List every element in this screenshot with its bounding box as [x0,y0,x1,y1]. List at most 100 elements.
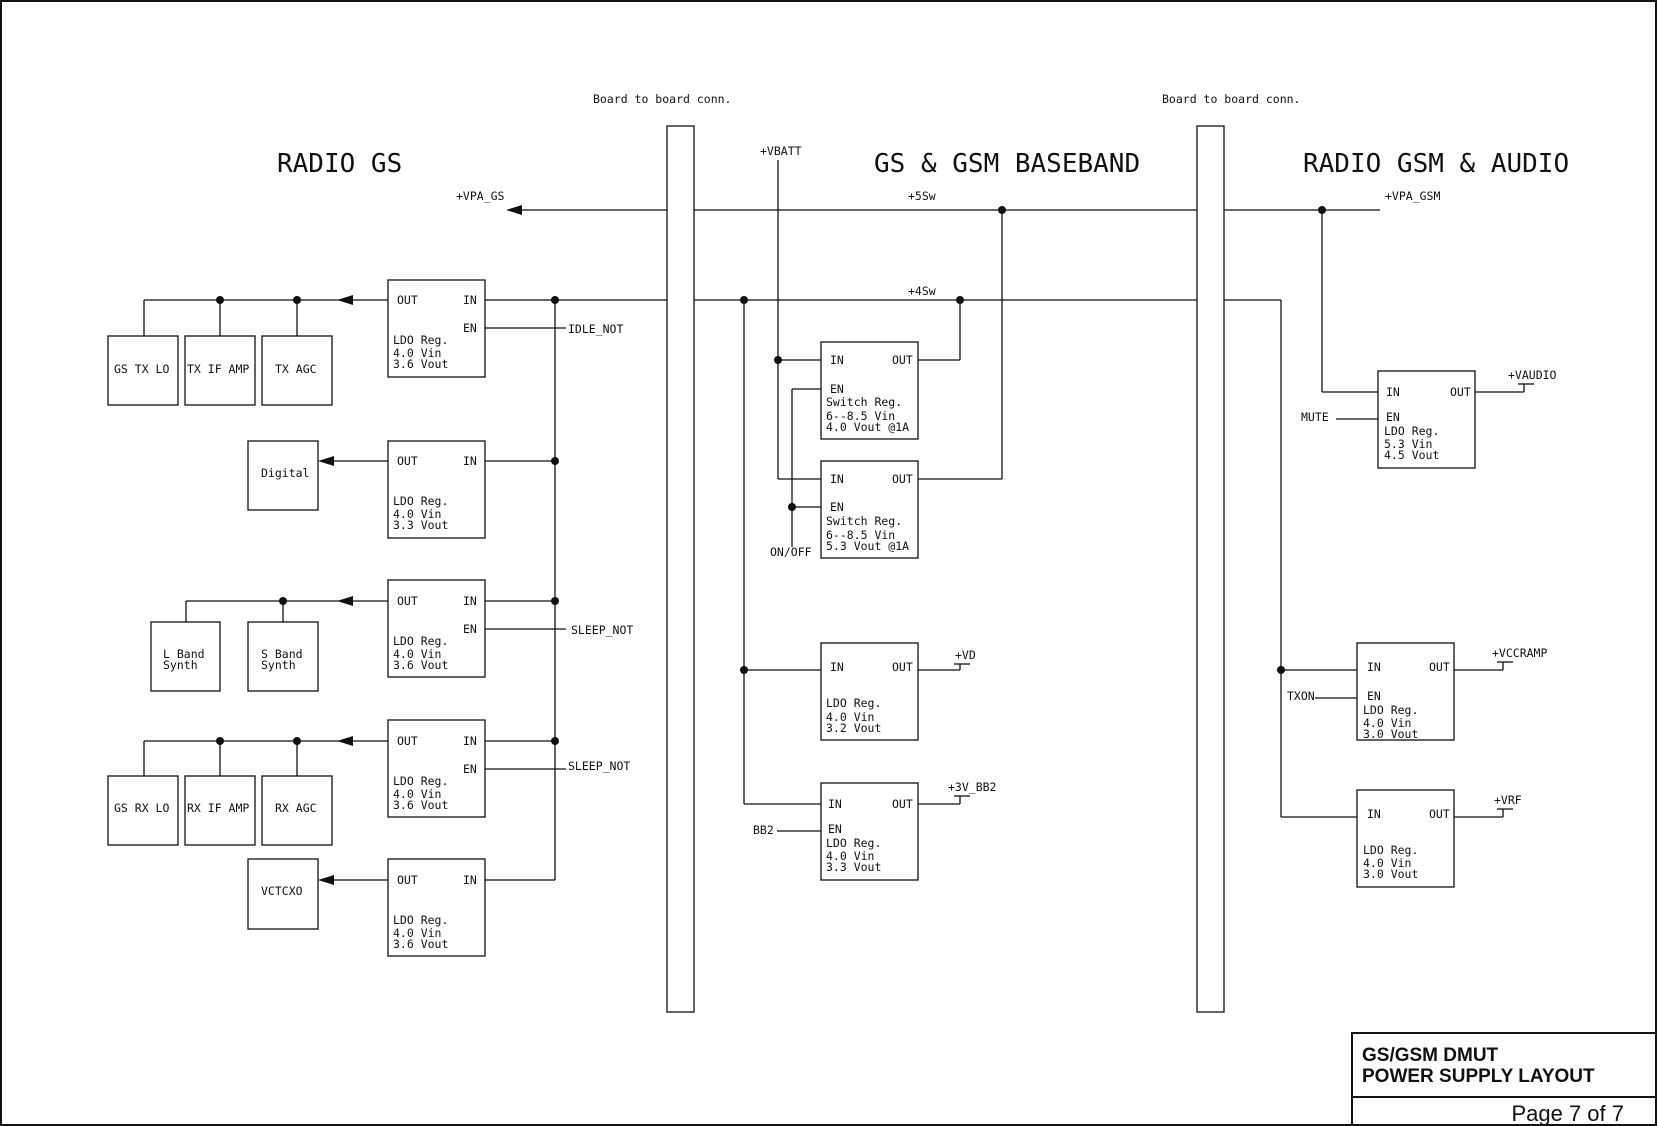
reg-vout: 3.3 Vout [826,860,881,874]
reg-vin: 4.0 Vin [393,926,441,940]
signal-idle-not: IDLE_NOT [568,322,623,336]
output-label-vccramp: +VCCRAMP [1492,646,1547,660]
load-label: Digital [261,466,309,480]
rail-label-vpa-gsm: +VPA_GSM [1385,189,1440,203]
load-tx-agc [261,335,333,406]
regulator-b1 [820,642,919,741]
pin-en: EN [830,500,844,514]
load-label: L Band [163,647,205,661]
reg-vout: 3.0 Vout [1363,727,1418,741]
signal-sleep-not-2: SLEEP_NOT [568,759,630,773]
pin-in: IN [1367,660,1381,674]
pin-en: EN [463,622,477,636]
reg-type: LDO Reg. [393,634,448,648]
reg-type: LDO Reg. [826,836,881,850]
reg-type: LDO Reg. [1384,424,1439,438]
output-label-vd: +VD [955,648,976,662]
arrow-r5 [318,875,334,885]
reg-vout: 4.5 Vout [1384,448,1439,462]
load-gs-rx-lo [107,775,179,846]
regulator-g2 [1356,642,1455,741]
pin-out: OUT [1429,660,1450,674]
reg-vout: 3.6 Vout [393,798,448,812]
pin-out: OUT [892,353,913,367]
junction [788,503,796,511]
regulator-s1 [820,341,919,440]
load-rx-agc [261,775,333,846]
load-s-band-synth [247,621,319,692]
reg-vin: 6--8.5 Vin [826,409,895,423]
connector-label-right: Board to board conn. [1162,92,1300,106]
output-label-vrf: +VRF [1494,793,1522,807]
regulator-r5 [387,858,486,957]
pin-in: IN [463,594,477,608]
signal-txon: TXON [1287,689,1315,703]
output-label-3v-bb2: +3V_BB2 [948,780,996,794]
regulator-r2 [387,440,486,539]
reg-type: LDO Reg. [393,333,448,347]
connector-right [1196,125,1225,1013]
load-gs-tx-lo [107,335,179,406]
pin-en: EN [828,822,842,836]
reg-vout: 3.6 Vout [393,357,448,371]
pin-in: IN [1386,385,1400,399]
signal-mute: MUTE [1301,410,1329,424]
reg-vout: 5.3 Vout @1A [826,539,909,553]
reg-vout: 3.0 Vout [1363,867,1418,881]
reg-type: LDO Reg. [393,494,448,508]
reg-vin: 4.0 Vin [826,710,874,724]
reg-vout: 3.6 Vout [393,937,448,951]
reg-type: LDO Reg. [1363,843,1418,857]
arrow-r4 [337,736,353,746]
load-rx-if-amp [184,775,256,846]
regulator-g3 [1356,789,1455,888]
section-title-radio-gs: RADIO GS [277,149,402,179]
pin-en: EN [1367,689,1381,703]
regulator-b2 [820,782,919,881]
load-l-band-synth [150,621,221,692]
junction [293,737,301,745]
reg-vin: 4.0 Vin [393,787,441,801]
regulator-r4 [387,719,486,818]
reg-vin: 5.3 Vin [1384,437,1432,451]
rail-label-4sw: +4Sw [908,284,936,298]
junction [216,296,224,304]
reg-type: Switch Reg. [826,395,902,409]
load-label: VCTCXO [261,884,303,898]
pin-in: IN [463,454,477,468]
pin-out: OUT [397,594,418,608]
pin-out: OUT [892,660,913,674]
regulator-g1 [1377,370,1476,469]
reg-vin: 4.0 Vin [393,647,441,661]
signal-on-off: ON/OFF [770,545,812,559]
junction [279,597,287,605]
pin-in: IN [830,472,844,486]
pin-en: EN [830,382,844,396]
pin-in: IN [463,293,477,307]
connector-left [666,125,695,1013]
pin-in: IN [1367,807,1381,821]
pin-en: EN [1386,410,1400,424]
load-digital [247,440,319,511]
pin-out: OUT [892,797,913,811]
reg-vin: 6--8.5 Vin [826,528,895,542]
rail-label-vpa-gs: +VPA_GS [456,189,505,203]
pin-in: IN [830,353,844,367]
pin-out: OUT [397,293,418,307]
pin-out: OUT [397,454,418,468]
title-block: GS/GSM DMUT POWER SUPPLY LAYOUT Page 7 o… [1351,1032,1657,1126]
load-label: TX IF AMP [187,362,249,376]
regulator-r1 [387,279,486,378]
reg-vin: 4.0 Vin [826,849,874,863]
signal-bb2: BB2 [753,823,774,837]
arrow-vpa-gs [506,205,522,215]
reg-vin: 4.0 Vin [393,507,441,521]
pin-en: EN [463,762,477,776]
section-title-baseband: GS & GSM BASEBAND [874,149,1140,179]
pin-en: EN [463,321,477,335]
pin-out: OUT [1429,807,1450,821]
load-label: Synth [163,658,198,672]
reg-type: LDO Reg. [393,774,448,788]
pin-out: OUT [1450,385,1471,399]
